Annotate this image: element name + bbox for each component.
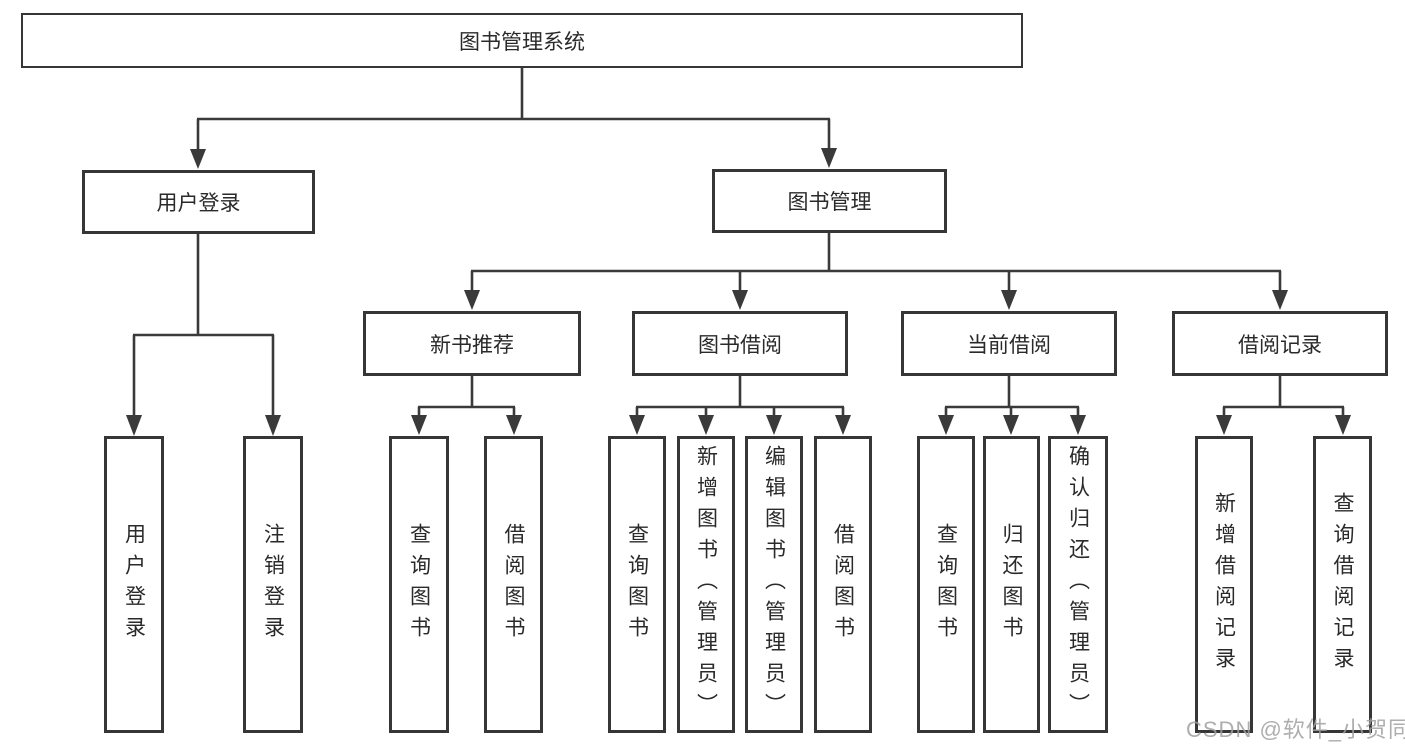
leaf-records-add-record-label: 新增借阅记录 (1212, 491, 1236, 678)
leaf-login-logout: 注销登录 (243, 436, 303, 733)
node-root-system-label: 图书管理系统 (459, 30, 585, 54)
node-book-borrow-label: 图书借阅 (698, 333, 782, 357)
leaf-recommend-borrow-book: 借阅图书 (484, 436, 543, 733)
leaf-borrow-query-book-label: 查询图书 (625, 522, 649, 647)
leaf-records-query-record-label: 查询借阅记录 (1331, 491, 1354, 678)
connector-borrow-to-leaves (629, 376, 851, 435)
connector-root-to-level2 (190, 68, 837, 169)
leaf-borrow-edit-book-admin: 编辑图书（管理员） (745, 436, 803, 733)
node-new-book-recommend: 新书推荐 (363, 311, 581, 376)
connector-records-to-leaves (1216, 376, 1351, 435)
leaf-borrow-edit-book-admin-label: 编辑图书（管理员） (762, 445, 786, 724)
leaf-recommend-query-book-label: 查询图书 (407, 522, 431, 647)
node-user-login-label: 用户登录 (156, 192, 241, 215)
leaf-current-return-book: 归还图书 (983, 436, 1040, 733)
leaf-current-query-book: 查询图书 (917, 436, 975, 733)
leaf-current-return-book-label: 归还图书 (1000, 522, 1023, 647)
leaf-borrow-query-book: 查询图书 (608, 436, 666, 733)
node-book-management-label: 图书管理 (787, 191, 872, 214)
leaf-login-logout-label: 注销登录 (261, 522, 285, 647)
leaf-borrow-add-book-admin: 新增图书（管理员） (677, 436, 735, 733)
leaf-records-add-record: 新增借阅记录 (1195, 436, 1253, 733)
leaf-recommend-query-book: 查询图书 (389, 436, 449, 733)
leaf-borrow-borrow-book: 借阅图书 (814, 436, 872, 733)
node-user-login: 用户登录 (82, 170, 315, 234)
connector-recommend-to-leaves (411, 376, 522, 435)
leaf-borrow-borrow-book-label: 借阅图书 (831, 522, 855, 647)
connector-management-to-modules (464, 233, 1288, 310)
node-book-borrow: 图书借阅 (632, 311, 848, 376)
node-borrow-records-label: 借阅记录 (1238, 333, 1322, 357)
leaf-records-query-record: 查询借阅记录 (1313, 436, 1372, 733)
leaf-recommend-borrow-book-label: 借阅图书 (502, 522, 525, 647)
leaf-current-query-book-label: 查询图书 (934, 522, 958, 647)
node-borrow-records: 借阅记录 (1172, 311, 1388, 376)
node-current-borrow: 当前借阅 (901, 311, 1117, 376)
node-new-book-recommend-label: 新书推荐 (430, 333, 514, 357)
leaf-borrow-add-book-admin-label: 新增图书（管理员） (694, 445, 718, 724)
csdn-watermark: CSDN @软件_小贺同学 (1186, 717, 1405, 742)
leaf-login-user-login: 用户登录 (104, 436, 164, 733)
leaf-current-confirm-return-admin: 确认归还（管理员） (1048, 436, 1108, 733)
connector-login-to-leaves (126, 234, 281, 436)
leaf-current-confirm-return-admin-label: 确认归还（管理员） (1066, 445, 1090, 724)
leaf-login-user-login-label: 用户登录 (122, 522, 146, 647)
node-current-borrow-label: 当前借阅 (967, 333, 1051, 357)
node-book-management: 图书管理 (712, 169, 947, 233)
node-root-system: 图书管理系统 (21, 13, 1023, 68)
connector-current-to-leaves (938, 376, 1086, 435)
